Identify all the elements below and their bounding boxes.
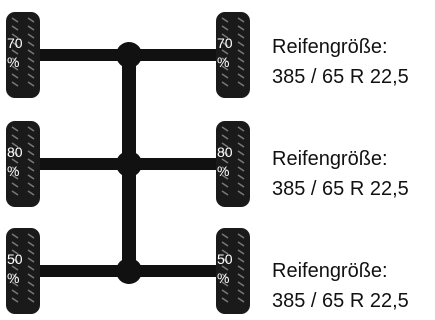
axle-1: 70 % 70 % [6, 12, 250, 98]
tire-tread [221, 233, 245, 303]
tire-tread [221, 17, 245, 87]
tire-load-value: 70 [217, 35, 233, 51]
tire-right[interactable]: 50 % [216, 228, 250, 314]
axle-hub [116, 258, 142, 284]
tire-left[interactable]: 50 % [6, 228, 40, 314]
tire-tread [11, 126, 35, 196]
tire-right[interactable]: 80 % [216, 121, 250, 207]
tire-left[interactable]: 80 % [6, 121, 40, 207]
tire-load-value: 80 [7, 144, 23, 160]
tire-size-info-1: Reifengröße: 385 / 65 R 22,5 [272, 32, 409, 92]
tire-load-unit: % [7, 54, 19, 70]
axle-3: 50 % 50 % [6, 228, 250, 314]
tire-load-unit: % [217, 163, 229, 179]
tire-load-value: 50 [217, 251, 233, 267]
tire-size-info-2: Reifengröße: 385 / 65 R 22,5 [272, 144, 409, 204]
tire-tread [221, 126, 245, 196]
tire-size-value: 385 / 65 R 22,5 [272, 178, 409, 200]
tire-size-label: Reifengröße: [272, 148, 388, 170]
tire-load-value: 50 [7, 251, 23, 267]
tire-size-value: 385 / 65 R 22,5 [272, 290, 409, 312]
tire-load-value: 70 [7, 35, 23, 51]
tire-left[interactable]: 70 % [6, 12, 40, 98]
tire-size-label: Reifengröße: [272, 260, 388, 282]
tire-size-value: 385 / 65 R 22,5 [272, 66, 409, 88]
tire-right[interactable]: 70 % [216, 12, 250, 98]
tire-load-unit: % [7, 270, 19, 286]
tire-load-unit: % [217, 54, 229, 70]
tire-load-value: 80 [217, 144, 233, 160]
tire-size-label: Reifengröße: [272, 36, 388, 58]
tire-size-info-3: Reifengröße: 385 / 65 R 22,5 [272, 256, 409, 316]
tire-tread [11, 233, 35, 303]
axle-2: 80 % 80 % [6, 121, 250, 207]
tire-load-unit: % [7, 163, 19, 179]
axle-hub [116, 151, 142, 177]
axle-hub [116, 42, 142, 68]
tire-tread [11, 17, 35, 87]
tire-load-unit: % [217, 270, 229, 286]
